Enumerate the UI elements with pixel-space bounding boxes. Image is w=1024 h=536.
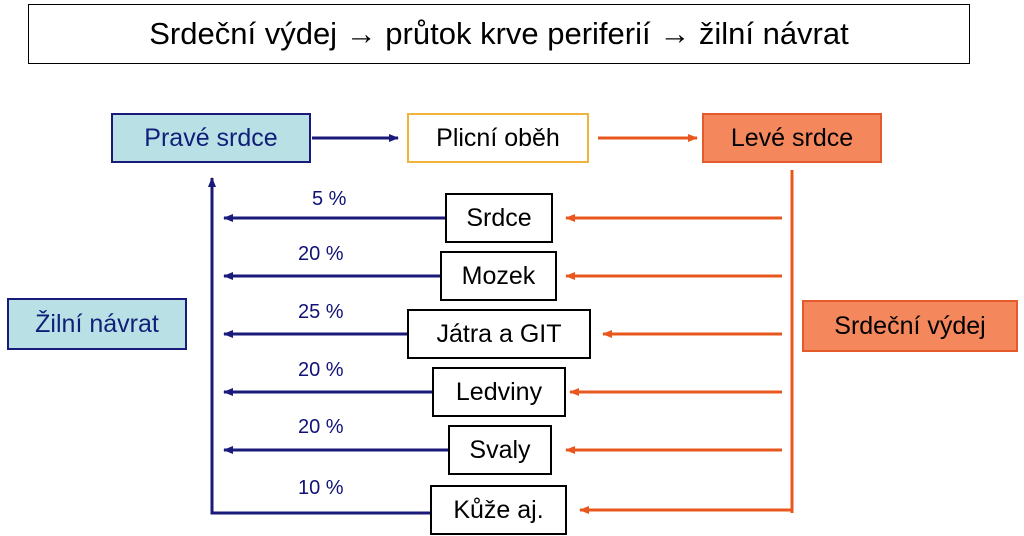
venous-return-node: Žilní návrat [7, 298, 187, 350]
organ-srdce: Srdce [445, 193, 553, 243]
percent-kuze: 10 % [298, 477, 344, 499]
percent-ledviny: 20 % [298, 359, 344, 381]
diagram-title: Srdeční výdej → průtok krve periferií → … [28, 4, 970, 64]
organ-svaly: Svaly [448, 425, 552, 475]
percent-srdce: 5 % [312, 188, 347, 210]
organ-kuze: Kůže aj. [430, 485, 567, 535]
right-heart-node: Pravé srdce [111, 113, 311, 163]
organ-mozek: Mozek [440, 251, 557, 301]
pulmonary-circulation-node: Plicní oběh [407, 113, 589, 163]
percent-mozek: 20 % [298, 243, 344, 265]
percent-svaly: 20 % [298, 416, 344, 438]
organ-jatra-git: Játra a GIT [407, 309, 591, 359]
percent-jatra-git: 25 % [298, 301, 344, 323]
organ-ledviny: Ledviny [432, 367, 566, 417]
left-heart-node: Levé srdce [702, 113, 882, 163]
venous-return-trunk [208, 177, 430, 515]
cardiac-output-node: Srdeční výdej [802, 300, 1018, 352]
